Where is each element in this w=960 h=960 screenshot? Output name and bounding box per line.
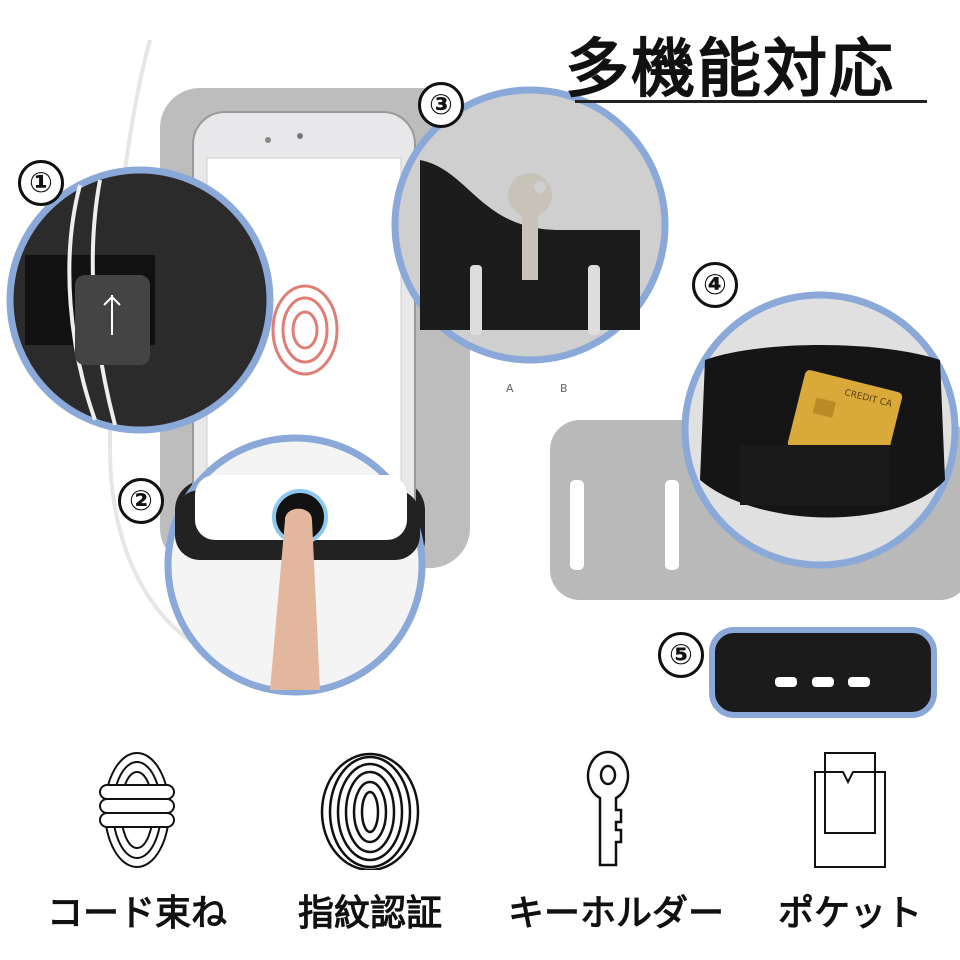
reflective-detail xyxy=(709,627,937,718)
slot-label-a: A xyxy=(506,382,514,395)
card-pocket-detail: CREDIT CA xyxy=(681,291,959,569)
feature-label: 指紋認証 xyxy=(297,893,442,934)
cord-bundle-icon xyxy=(99,752,175,868)
callout-3: ③ xyxy=(418,82,464,128)
feature-label: キーホルダー xyxy=(508,893,725,934)
feature-cord-bundle: コード束ね xyxy=(37,750,237,936)
fingerprint-graphic xyxy=(271,284,339,376)
fingerprint-icon xyxy=(320,752,420,870)
callout-1: ① xyxy=(18,160,64,206)
product-photo: A B CREDIT CA xyxy=(6,39,960,718)
feature-label: ポケット xyxy=(777,893,922,934)
feature-key: キーホルダー xyxy=(508,750,725,936)
callout-5: ⑤ xyxy=(658,632,704,678)
pocket-icon xyxy=(814,752,886,868)
cord-holder-detail xyxy=(6,166,274,434)
feature-fingerprint: 指紋認証 xyxy=(270,750,470,936)
slot-label-b: B xyxy=(560,382,568,395)
callout-4: ④ xyxy=(692,262,738,308)
feature-pocket: ポケット xyxy=(750,750,950,936)
key-icon xyxy=(586,750,630,867)
title-underline xyxy=(575,100,927,103)
feature-label: コード束ね xyxy=(46,893,227,934)
page-title: 多機能対応 xyxy=(565,33,895,107)
key-holder-detail: A B xyxy=(391,86,669,395)
touch-detail xyxy=(164,434,426,696)
callout-2: ② xyxy=(118,478,164,524)
